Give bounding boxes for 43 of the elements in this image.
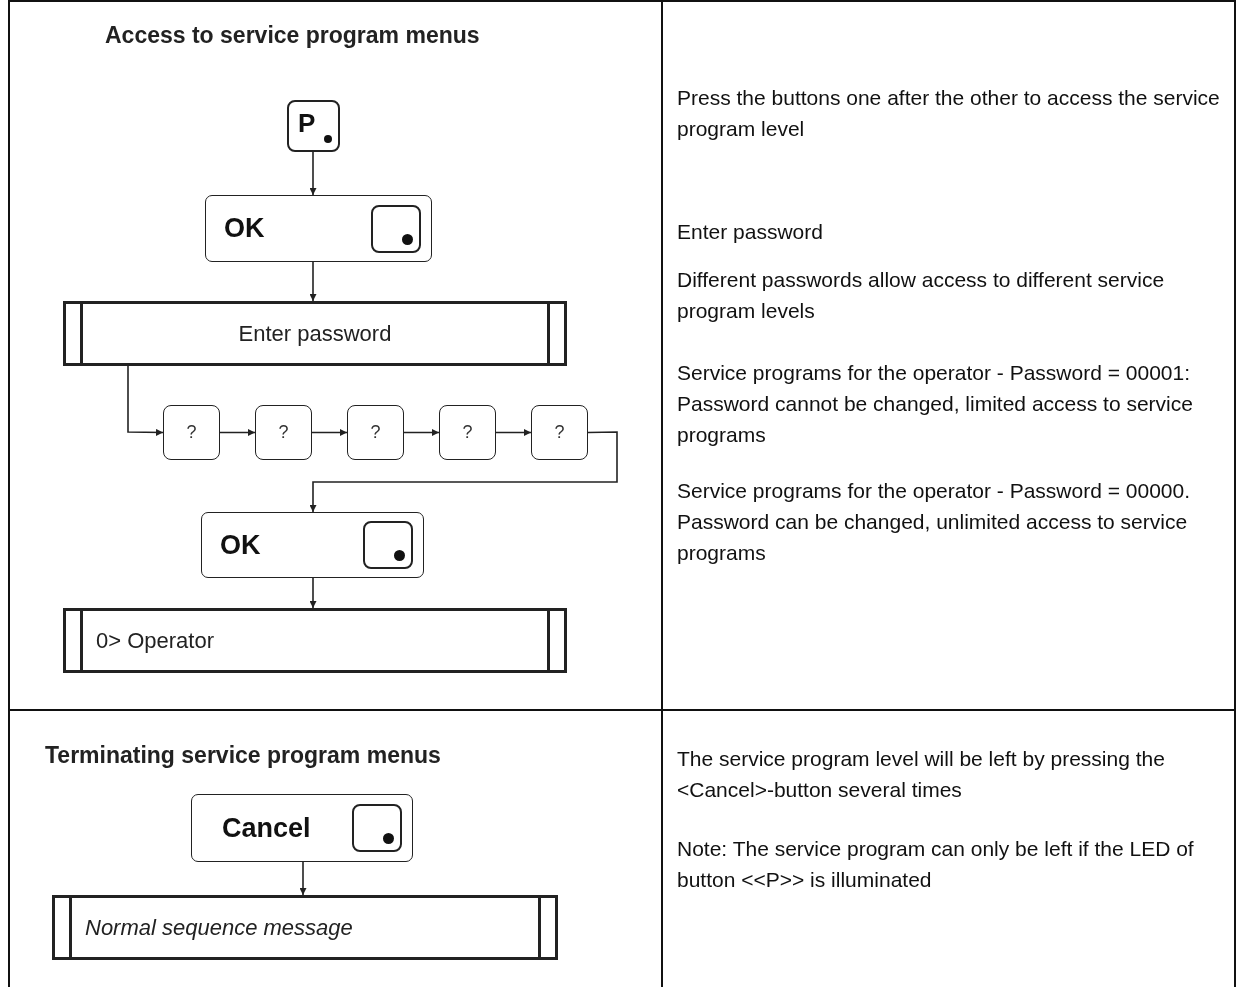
arrow xyxy=(495,429,532,436)
display-panel xyxy=(52,895,558,960)
instruction-text: Service programs for the operator - Password = 00000. Password can be changed, unlimited access to service programs xyxy=(677,478,1191,566)
arrow xyxy=(309,151,317,196)
instruction-text: The service program level will be left by pressing the <Cancel>-button several times xyxy=(677,746,1166,803)
key-label: OK xyxy=(220,529,261,561)
key-label: ? xyxy=(462,422,473,443)
arrow xyxy=(403,429,440,436)
instruction-text: Different passwords allow access to different service program levels xyxy=(677,267,1166,324)
instruction-text: Note: The service program can only be left if the LED of button <<P>> is illuminated xyxy=(677,836,1195,893)
arrow xyxy=(309,577,317,609)
key-button xyxy=(287,100,340,152)
key-button xyxy=(531,405,588,460)
key-label: Normal sequence message xyxy=(85,914,353,941)
key-label: ? xyxy=(554,422,565,443)
key-button xyxy=(201,512,424,578)
key-label: ? xyxy=(186,422,197,443)
arrow xyxy=(219,429,256,436)
key-label: 0> Operator xyxy=(96,627,214,654)
key-button xyxy=(191,794,413,862)
arrow xyxy=(309,431,618,513)
key-label: ? xyxy=(370,422,381,443)
key-button xyxy=(163,405,220,460)
instruction-text: Service programs for the operator - Password = 00001: Password cannot be changed, limited access to service programs xyxy=(677,360,1194,448)
key-label: P xyxy=(298,108,316,139)
key-button xyxy=(439,405,496,460)
key-button xyxy=(347,405,404,460)
arrow xyxy=(311,429,348,436)
key-button xyxy=(255,405,312,460)
key-label: Cancel xyxy=(222,812,311,844)
display-panel xyxy=(63,608,567,673)
arrow xyxy=(299,861,307,896)
key-button xyxy=(205,195,432,262)
instruction-text: Press the buttons one after the other to access the service program level xyxy=(677,85,1221,142)
key-label: ? xyxy=(278,422,289,443)
key-label: Enter password xyxy=(238,320,392,347)
key-label: OK xyxy=(224,213,265,244)
arrow xyxy=(309,261,317,302)
arrow xyxy=(127,365,164,436)
section-heading: Access to service program menus xyxy=(105,22,480,49)
instruction-text: Enter password xyxy=(677,219,824,245)
display-panel xyxy=(63,301,567,366)
section-heading: Terminating service program menus xyxy=(45,742,441,769)
